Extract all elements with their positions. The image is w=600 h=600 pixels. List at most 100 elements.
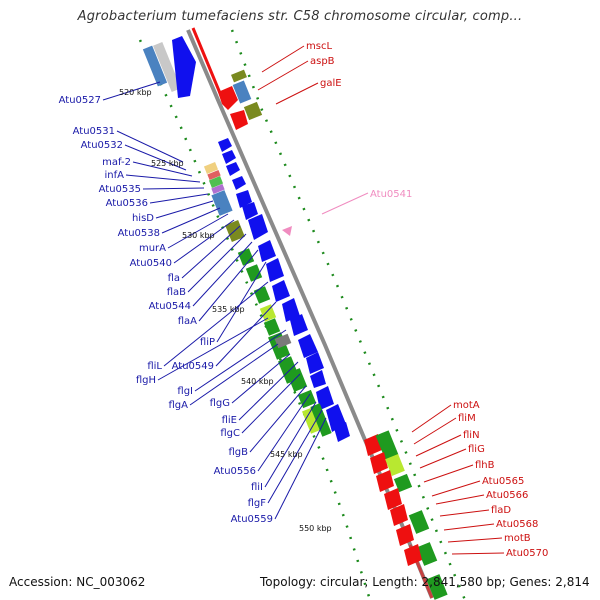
cog-box[interactable] xyxy=(286,368,308,392)
gene-label[interactable]: hisD xyxy=(132,213,154,224)
gene-arrow[interactable] xyxy=(226,162,240,176)
gene-label[interactable]: Atu0538 xyxy=(118,228,160,239)
gene-label[interactable]: flaA xyxy=(178,316,197,327)
cog-box[interactable] xyxy=(243,101,263,121)
cog-box[interactable] xyxy=(393,473,413,493)
gene-arrow[interactable] xyxy=(218,138,232,152)
gene-label[interactable]: flgH xyxy=(136,375,156,386)
gene-arrow[interactable] xyxy=(282,298,300,322)
gene-label[interactable]: Atu0566 xyxy=(486,490,528,501)
gene-arrow[interactable] xyxy=(266,258,284,282)
cog-box[interactable] xyxy=(310,403,332,437)
cog-box[interactable] xyxy=(211,183,225,195)
leader-line xyxy=(275,82,319,105)
cog-box[interactable] xyxy=(231,69,247,83)
cog-box[interactable] xyxy=(375,430,399,460)
gene-label[interactable]: Atu0559 xyxy=(231,514,273,525)
cog-box[interactable] xyxy=(207,169,221,181)
gene-label[interactable]: flaB xyxy=(167,287,186,298)
gene-arrow[interactable] xyxy=(370,452,388,474)
gene-labels[interactable]: Atu0527Atu0531Atu0532maf-2infAAtu0535Atu… xyxy=(59,41,549,559)
gene-arrow[interactable] xyxy=(172,36,196,98)
cog-box[interactable] xyxy=(426,574,448,600)
gene-label[interactable]: Atu0527 xyxy=(59,95,101,106)
cog-box[interactable] xyxy=(232,80,252,104)
cog-box[interactable] xyxy=(263,318,281,336)
gene-label[interactable]: Atu0532 xyxy=(81,140,123,151)
gene-arrow[interactable] xyxy=(384,488,402,510)
gene-arrow[interactable] xyxy=(376,470,394,492)
gene-label[interactable]: aspB xyxy=(310,56,335,67)
gene-arrow[interactable] xyxy=(334,422,350,442)
gene-label[interactable]: Atu0535 xyxy=(99,184,141,195)
cog-box[interactable] xyxy=(152,41,182,93)
gene-features[interactable] xyxy=(142,36,448,600)
gene-label[interactable]: flgC xyxy=(220,428,240,439)
gene-label[interactable]: motB xyxy=(504,533,531,544)
gene-label[interactable]: flgF xyxy=(248,498,267,509)
gene-label[interactable]: flgA xyxy=(169,400,189,411)
gene-label[interactable]: flgI xyxy=(177,386,193,397)
gene-label[interactable]: Atu0570 xyxy=(506,548,548,559)
gene-arrow[interactable] xyxy=(258,240,276,262)
gene-label[interactable]: flgB xyxy=(228,447,248,458)
gene-label[interactable]: fliN xyxy=(463,430,480,441)
gene-arrow[interactable] xyxy=(396,524,414,546)
gene-label[interactable]: Atu0549 xyxy=(172,361,214,372)
gene-label[interactable]: fliE xyxy=(222,415,237,426)
gene-label[interactable]: fliI xyxy=(251,482,263,493)
gene-label[interactable]: fliG xyxy=(468,444,485,455)
gene-arrow[interactable] xyxy=(218,86,238,110)
gene-label[interactable]: mscL xyxy=(306,41,332,52)
gene-label[interactable]: flhB xyxy=(475,460,495,471)
gene-label[interactable]: fliP xyxy=(200,337,215,348)
gene-label[interactable]: galE xyxy=(320,78,342,89)
gene-label-highlight[interactable]: Atu0541 xyxy=(370,189,412,200)
gene-label[interactable]: motA xyxy=(453,400,480,411)
gene-label[interactable]: fla xyxy=(168,273,180,284)
gene-arrow[interactable] xyxy=(390,504,408,526)
cog-box[interactable] xyxy=(253,286,271,304)
gene-label[interactable]: maf-2 xyxy=(102,157,131,168)
cog-box[interactable] xyxy=(259,304,277,322)
leader-line xyxy=(102,81,161,101)
gene-arrow[interactable] xyxy=(242,202,258,220)
gene-label[interactable]: murA xyxy=(139,243,166,254)
gene-label[interactable]: flgG xyxy=(210,398,230,409)
gene-arrow[interactable] xyxy=(282,226,292,236)
gene-arrow[interactable] xyxy=(306,352,324,374)
gene-label[interactable]: Atu0540 xyxy=(130,258,172,269)
gene-arrow[interactable] xyxy=(290,314,308,336)
gene-arrow[interactable] xyxy=(404,544,422,566)
gene-arrow[interactable] xyxy=(298,334,318,358)
gene-label[interactable]: Atu0568 xyxy=(496,519,538,530)
gene-arrow[interactable] xyxy=(230,110,248,130)
gene-label[interactable]: Atu0544 xyxy=(149,301,191,312)
gene-arrow[interactable] xyxy=(248,214,268,240)
gene-label[interactable]: Atu0536 xyxy=(106,198,148,209)
gene-label[interactable]: fliL xyxy=(147,361,162,372)
gene-label[interactable]: Atu0565 xyxy=(482,476,524,487)
gene-arrow[interactable] xyxy=(316,386,334,410)
leader-line xyxy=(192,241,253,307)
cog-box[interactable] xyxy=(203,162,219,174)
cog-box[interactable] xyxy=(211,190,233,216)
gene-label[interactable]: infA xyxy=(105,170,125,181)
gene-label[interactable]: fliM xyxy=(458,413,476,424)
gene-arrow[interactable] xyxy=(236,190,252,208)
gene-arrow[interactable] xyxy=(222,150,236,164)
cog-box[interactable] xyxy=(408,510,430,534)
cog-box[interactable] xyxy=(142,45,168,87)
gene-label[interactable]: Atu0531 xyxy=(73,126,115,137)
gene-arrow[interactable] xyxy=(310,370,326,388)
gene-label[interactable]: flaD xyxy=(491,505,511,516)
leader-line xyxy=(257,393,311,472)
gene-label[interactable]: Atu0556 xyxy=(214,466,256,477)
cog-box[interactable] xyxy=(208,176,224,188)
leader-line xyxy=(173,219,235,264)
gene-arrow[interactable] xyxy=(232,176,246,190)
gene-arrow[interactable] xyxy=(272,280,290,302)
cog-box[interactable] xyxy=(274,333,292,349)
cog-box[interactable] xyxy=(245,264,263,282)
